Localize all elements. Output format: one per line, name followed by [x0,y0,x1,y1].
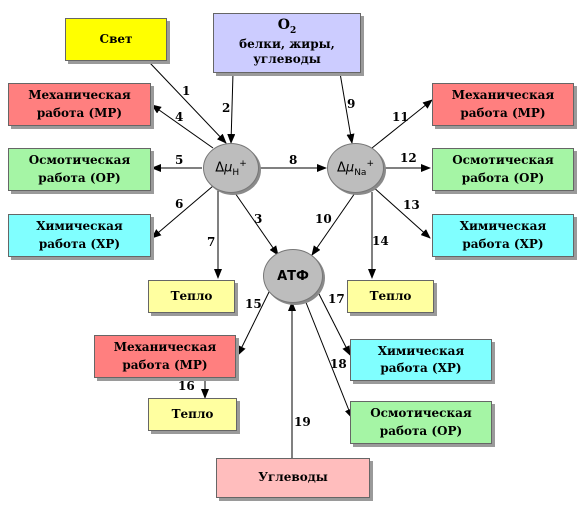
arrow-3 [226,183,279,256]
arrow-2 [227,72,236,144]
arrow-18 [304,299,353,419]
carbohydrates-label: Углеводы [258,470,328,485]
mech-work-left-label: Механическая работа (МР) [28,88,131,120]
arrow-number-11: 11 [392,110,409,124]
arrow-number-10: 10 [315,212,332,226]
mech-work-bottom-label: Механическая работа (МР) [113,340,217,372]
chem-work-right-box: Химическая работа (ХР) [432,214,574,257]
chem-work-bottom-box: Химическая работа (ХР) [350,339,492,381]
proton-potential-node: ΔμH+ [203,143,259,193]
osm-work-left-box: Осмотическая работа (ОР) [8,148,151,191]
arrow-1 [149,62,227,144]
heat-right-label: Тепло [369,288,412,303]
arrow-10 [311,183,364,256]
heat-left-box: Тепло [148,280,235,313]
o2-label: O2 [277,17,297,36]
sodium-potential-label: ΔμNa+ [337,158,374,178]
chem-work-right-label: Химическая работа (ХР) [459,219,547,251]
mech-work-left-box: Механическая работа (МР) [8,83,151,126]
chem-work-left-box: Химическая работа (ХР) [8,214,151,257]
arrow-number-2: 2 [222,101,231,115]
arrow-number-7: 7 [207,235,216,249]
arrow-13 [371,185,431,239]
chem-work-bottom-label: Химическая работа (ХР) [377,343,465,375]
arrow-9 [339,72,355,144]
arrow-number-16: 16 [178,379,195,393]
arrow-4 [151,104,214,149]
svet-label: Свет [99,31,133,46]
arrow-number-4: 4 [175,110,184,124]
svet-box: Свет [65,18,167,61]
osm-work-right-box: Осмотическая работа (ОР) [432,148,574,191]
substrates-box: O2 белки, жиры, углеводы [213,13,361,73]
atp-node: АТФ [263,249,323,303]
arrow-number-9: 9 [347,97,356,111]
osm-work-right-label: Осмотическая работа (ОР) [452,153,554,185]
arrow-number-14: 14 [372,234,389,248]
carbohydrates-box: Углеводы [216,458,370,498]
osm-work-bottom-label: Осмотическая работа (ОР) [370,406,472,438]
heat-left-label: Тепло [170,288,213,303]
arrow-number-12: 12 [400,151,417,165]
substrates-label: белки, жиры, углеводы [239,36,335,67]
arrow-6 [151,185,214,239]
mech-work-right-box: Механическая работа (МР) [432,83,574,126]
arrow-number-8: 8 [289,153,298,167]
arrow-17 [317,291,351,356]
arrow-number-19: 19 [294,415,311,429]
osm-work-bottom-box: Осмотическая работа (ОР) [350,401,492,444]
arrow-number-1: 1 [182,84,191,98]
chem-work-left-label: Химическая работа (ХР) [36,219,123,251]
arrow-15 [237,289,271,356]
osm-work-left-label: Осмотическая работа (ОР) [28,153,131,185]
heat-right-box: Тепло [347,280,434,313]
arrow-number-3: 3 [254,212,263,226]
atp-label: АТФ [277,268,309,284]
mech-work-bottom-box: Механическая работа (МР) [94,335,236,378]
arrow-number-17: 17 [328,292,345,306]
proton-potential-label: ΔμH+ [215,158,247,178]
arrow-number-15: 15 [245,297,262,311]
heat-bottom-label: Тепло [171,406,214,421]
arrow-number-5: 5 [175,153,184,167]
arrow-number-6: 6 [175,197,184,211]
arrow-number-18: 18 [330,357,347,371]
heat-bottom-box: Тепло [148,398,237,431]
sodium-potential-node: ΔμNa+ [327,143,384,193]
mech-work-right-label: Механическая работа (МР) [451,88,555,120]
arrow-number-13: 13 [403,198,420,212]
arrow-11 [371,99,433,149]
